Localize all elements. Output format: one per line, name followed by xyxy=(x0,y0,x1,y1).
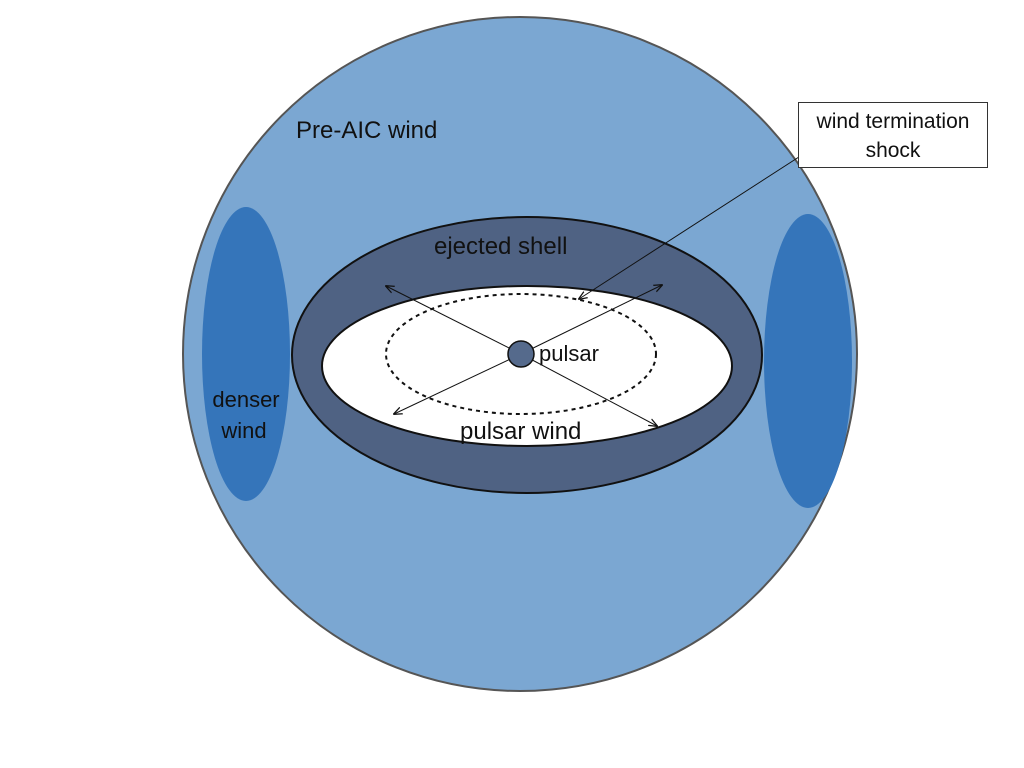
pulsar-wind-arrow-upper-left xyxy=(386,286,522,355)
callout-line2: shock xyxy=(865,139,921,162)
pulsar-wind-label: pulsar wind xyxy=(460,418,581,445)
denser-wind-lobe-right xyxy=(764,214,852,508)
callout-pointer-arrow xyxy=(579,154,803,299)
callout-line1: wind termination xyxy=(816,110,970,133)
termination-shock-boundary xyxy=(385,293,657,415)
pulsar-wind-arrow-lower-left xyxy=(394,353,522,414)
pulsar-dot xyxy=(507,340,535,368)
denser-wind-lobe-left xyxy=(202,207,290,501)
wind-termination-shock-callout: wind termination shock xyxy=(798,102,988,168)
pulsar-wind-arrow-lower-right xyxy=(520,353,657,426)
pulsar-wind-arrow-upper-right xyxy=(520,285,662,355)
denser-wind-label-line2: wind xyxy=(220,418,266,443)
denser-wind-label-line1: denser xyxy=(212,387,279,412)
ejected-shell-label: ejected shell xyxy=(434,233,567,260)
pre-aic-wind-label: Pre-AIC wind xyxy=(296,117,437,144)
pulsar-label: pulsar xyxy=(539,341,599,366)
